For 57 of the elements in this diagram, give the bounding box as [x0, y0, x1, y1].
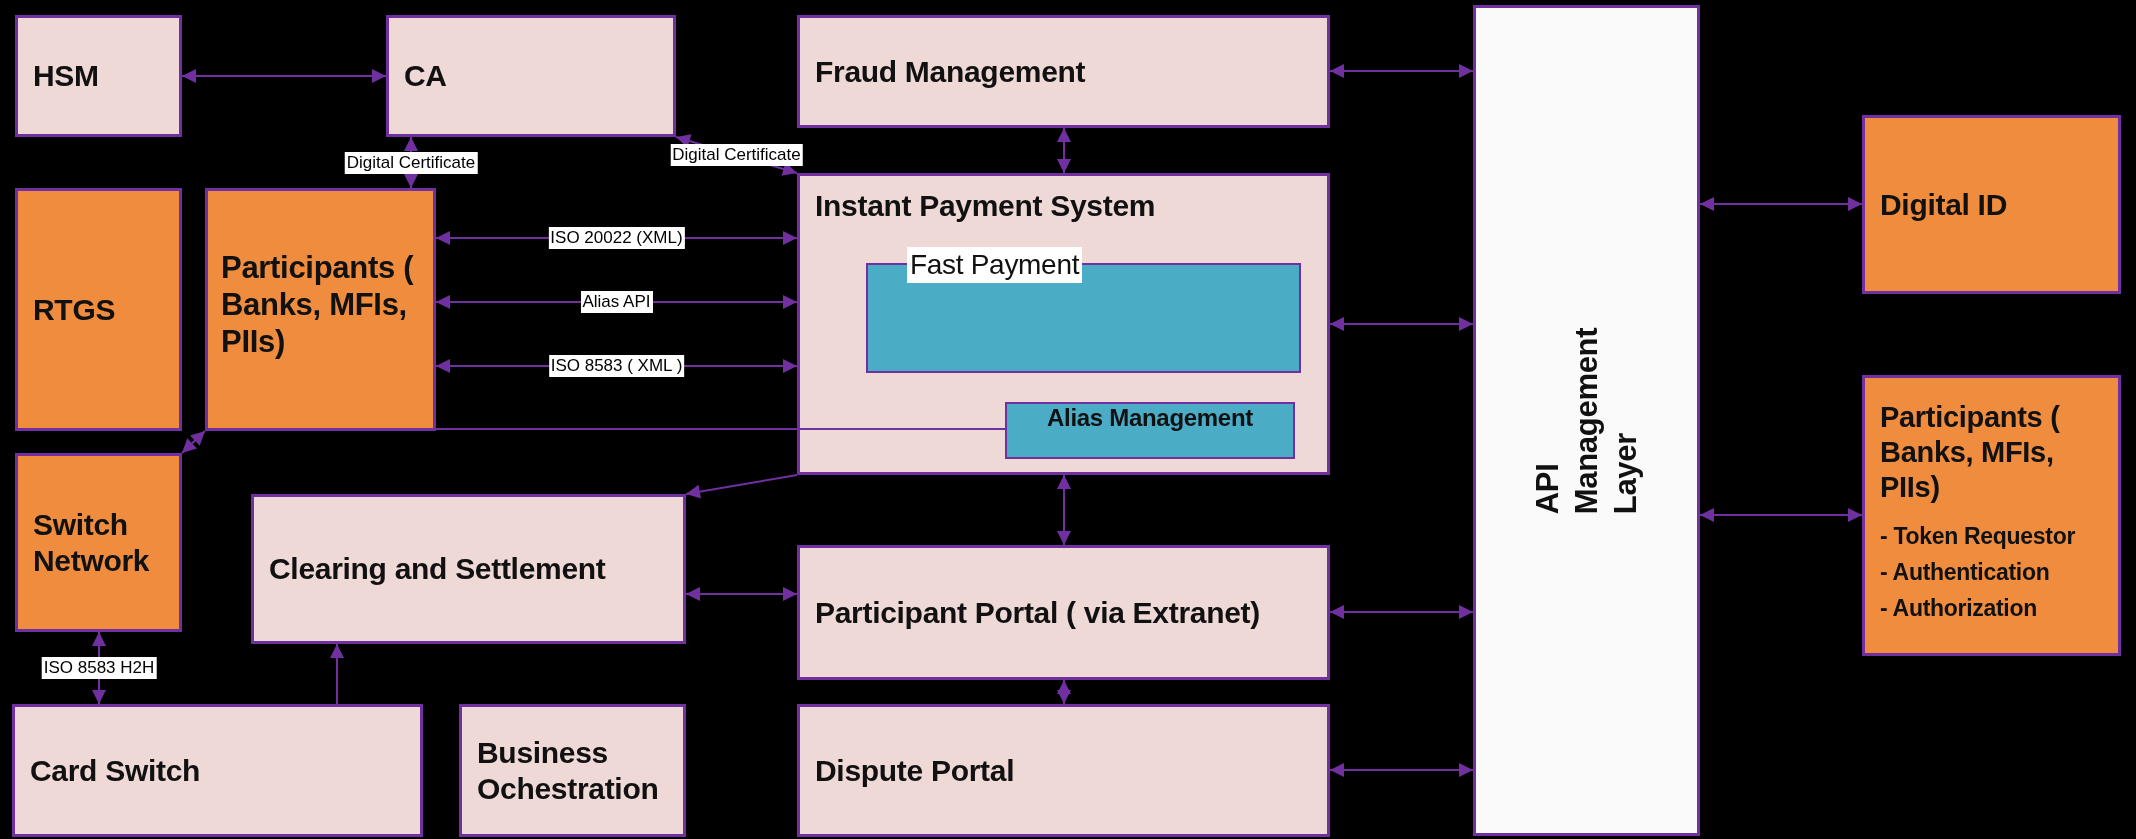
participant-box — [1862, 375, 2121, 656]
node-title: Participants ( Banks, MFIs, PIIs) — [1880, 400, 2061, 505]
double-arrow — [1329, 763, 1474, 777]
arrow — [685, 474, 798, 499]
process-box — [797, 15, 1330, 128]
node-title: Fraud Management — [815, 53, 1087, 90]
double-arrow — [1057, 474, 1071, 546]
process-box — [386, 15, 676, 137]
double-arrow — [1057, 127, 1071, 174]
process-box — [459, 704, 686, 837]
module-box — [1005, 402, 1295, 459]
node-title: HSM — [33, 58, 100, 94]
node-title: Participant Portal ( via Extranet) — [815, 594, 1261, 631]
edge-label: ISO 8583 ( XML ) — [548, 355, 685, 377]
double-arrow — [1329, 317, 1474, 331]
node-title: CA — [404, 58, 448, 94]
double-arrow — [1329, 64, 1474, 78]
double-arrow — [1699, 197, 1863, 211]
node-title: Clearing and Settlement — [269, 551, 607, 587]
edge-label: Digital Certificate — [344, 151, 478, 174]
double-arrow — [1699, 508, 1863, 522]
node-title: Card Switch — [30, 752, 202, 789]
arrow — [330, 643, 344, 705]
double-arrow — [181, 430, 206, 454]
edge-label: Digital Certificate — [670, 144, 803, 166]
node-title: Participants ( Banks, MFIs, PIIs) — [221, 249, 415, 361]
portal-box — [797, 545, 1330, 680]
connector-line — [435, 428, 1006, 430]
process-box — [15, 15, 182, 137]
node-title: Fast Payment — [907, 247, 1083, 284]
double-arrow — [685, 587, 798, 601]
layer-panel — [1473, 5, 1700, 836]
edge-label: ISO 20022 (XML) — [548, 227, 685, 249]
list-item: - Authentication — [1880, 559, 2050, 587]
double-arrow — [181, 69, 387, 83]
process-box — [251, 494, 686, 644]
system-box — [15, 188, 182, 431]
node-title: Dispute Portal — [815, 752, 1016, 789]
edge-label: ISO 8583 H2H — [41, 657, 157, 679]
double-arrow — [1329, 605, 1474, 619]
system-box — [15, 453, 182, 632]
node-title: Business Ochestration — [477, 734, 660, 807]
portal-box — [797, 704, 1330, 837]
system-box — [1862, 115, 2121, 294]
node-title: Switch Network — [33, 506, 151, 579]
list-item: - Authorization — [1880, 595, 2037, 623]
node-title: Instant Payment System — [815, 188, 1156, 224]
node-title: Alias Management — [1046, 404, 1254, 433]
node-title: Digital ID — [1880, 186, 2008, 223]
edge-label: Alias API — [580, 291, 653, 313]
process-box — [12, 704, 423, 837]
node-title: RTGS — [33, 291, 117, 328]
system-container — [797, 173, 1330, 475]
list-item: - Token Requestor — [1880, 523, 2076, 551]
double-arrow — [1057, 679, 1071, 705]
node-title: API Management Layer — [1528, 327, 1644, 514]
participant-box — [205, 188, 436, 431]
